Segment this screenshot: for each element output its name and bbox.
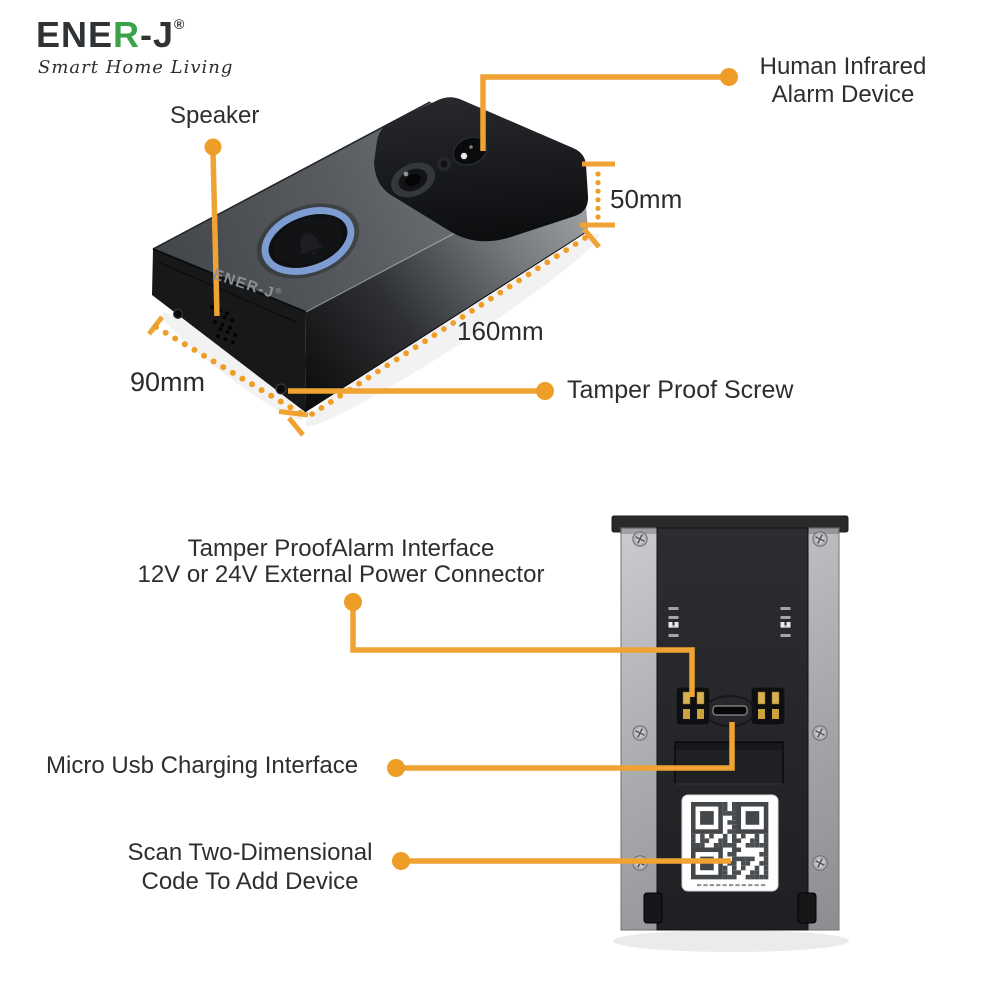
back-spec-labels	[668, 607, 791, 637]
brand-logo: ENER-J®	[36, 14, 184, 56]
dim-corner-tick-b	[287, 416, 305, 437]
dim-length-dots	[309, 235, 588, 417]
tamper-callout-dot	[536, 382, 554, 400]
pir-label-line2: Alarm Device	[771, 81, 915, 108]
front-shadow	[304, 233, 600, 427]
device-left-edge	[152, 248, 307, 313]
qr-label-line2: Code To Add Device	[141, 868, 359, 895]
doorbell-front-view	[152, 97, 600, 427]
speaker-callout-line	[210, 151, 220, 317]
dim-width-dots	[153, 324, 303, 416]
usb-label: Micro Usb Charging Interface	[46, 752, 359, 779]
end-face-screw-top	[173, 309, 183, 319]
brand-logo-j: -J	[140, 14, 175, 55]
camera-glint	[403, 171, 409, 177]
usb-callout-line	[398, 722, 735, 771]
alarm-interface-label-line1: Tamper ProofAlarm Interface	[187, 535, 495, 562]
dim-height-dots	[595, 171, 601, 220]
dim-corner-tick-a	[278, 409, 309, 418]
brand-tagline: Smart Home Living	[38, 57, 234, 78]
device-face-registered: ®	[274, 285, 284, 297]
alarm-interface-label-line2: 12V or 24V External Power Connector	[137, 561, 545, 588]
tamper-proof-screw	[275, 383, 287, 395]
terminal-block-left	[675, 686, 711, 726]
speaker-grille	[210, 305, 238, 345]
back-shadow	[613, 930, 849, 952]
pir-label: Human Infrared Alarm Device	[743, 53, 943, 109]
dim-width-label: 90mm	[130, 367, 206, 397]
qr-callout-dot	[392, 852, 410, 870]
end-face-seam	[157, 261, 297, 323]
pir-callout-line	[480, 74, 729, 151]
qr-modules	[691, 802, 769, 887]
dim-length-right-tick	[582, 227, 601, 249]
doorbell-button	[256, 203, 360, 279]
pir-label-line1: Human Infrared	[759, 53, 927, 80]
mount-tab-left	[643, 892, 663, 924]
qr-code-sticker	[681, 794, 779, 892]
tamper-screw-label: Tamper Proof Screw	[567, 376, 794, 404]
dim-length-label: 160mm	[457, 316, 544, 346]
qr-label: Scan Two-Dimensional Code To Add Device	[118, 838, 382, 896]
back-recess	[674, 741, 784, 785]
light-sensor-core	[440, 160, 448, 168]
brand-logo-ene: ENE	[36, 14, 114, 55]
alarm-interface-label: Tamper ProofAlarm Interface 12V or 24V E…	[129, 536, 553, 588]
mount-tab-right	[797, 892, 817, 924]
bell-icon	[299, 233, 324, 255]
registered-mark: ®	[174, 16, 185, 32]
infrared-sensor-icon	[452, 136, 488, 166]
dim-height-label: 50mm	[610, 184, 683, 214]
usb-callout-dot	[387, 759, 405, 777]
callout-lines	[210, 74, 735, 864]
pir-callout-dot	[720, 68, 738, 86]
alarm-interface-callout-line	[350, 604, 695, 697]
camera-panel	[374, 97, 589, 242]
alarm-callout-dot	[344, 593, 362, 611]
front-shadow-left	[161, 312, 303, 420]
device-bottom-edge	[304, 230, 589, 413]
brand-logo-r: R	[113, 14, 141, 55]
speaker-label: Speaker	[170, 102, 260, 129]
terminal-block-right	[750, 686, 786, 726]
device-back-edge	[152, 101, 431, 250]
callout-dots	[204, 68, 738, 870]
speaker-callout-dot	[204, 138, 222, 156]
qr-label-line1: Scan Two-Dimensional	[127, 839, 373, 866]
